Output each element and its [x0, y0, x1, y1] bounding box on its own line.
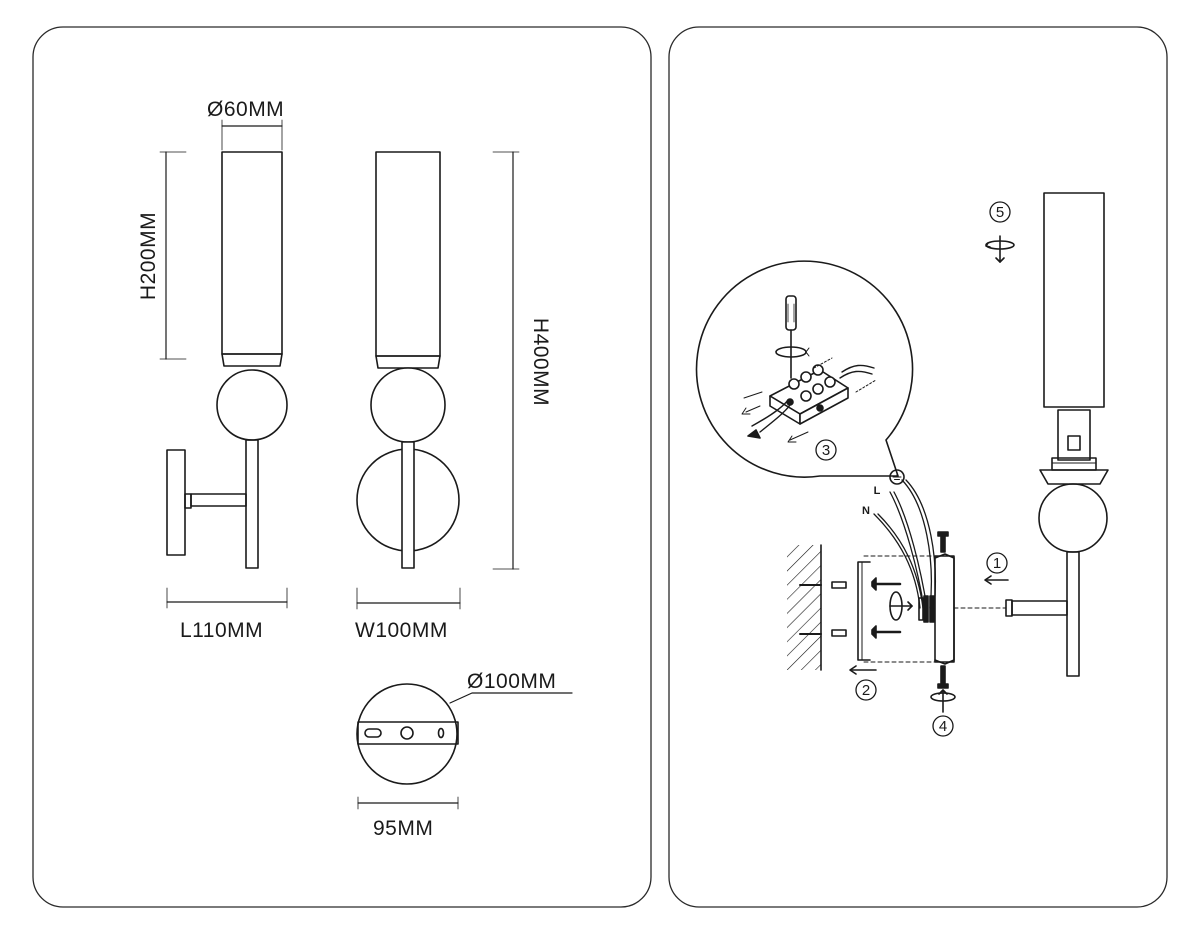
ground-symbol-icon [889, 469, 905, 485]
base-diameter-label: Ø100MM [467, 670, 556, 693]
side-arm-flange [184, 493, 192, 509]
lamp-rod [1066, 551, 1080, 677]
front-view-lamp [356, 151, 460, 569]
step1-marker [986, 552, 1008, 574]
lamp-collar [1039, 469, 1109, 485]
lamp-holder [1057, 409, 1091, 461]
plate-width-label: 95MM [373, 817, 433, 840]
side-arm [190, 493, 247, 507]
step1-label: 1 [993, 555, 1001, 572]
step5-marker [989, 201, 1011, 223]
wall-plugs [831, 581, 847, 637]
step3-label: 3 [822, 442, 830, 459]
length-label: L110MM [180, 619, 263, 642]
dimension-labels: Ø60MM H200MM H400MM L110MM W100MM Ø100MM… [137, 98, 556, 840]
lamp-shade [1043, 192, 1105, 408]
mounting-plate-detail [356, 683, 459, 785]
wall-plate-side [863, 553, 1007, 665]
wiring-detail-bubble [695, 260, 914, 478]
lamp-arm [1011, 600, 1068, 616]
plate-screw-top-icon [937, 531, 949, 553]
mounting-slot-left [364, 728, 382, 738]
side-shade-collar [221, 353, 283, 367]
rotate-arrow-icon [889, 591, 913, 621]
step-markers [815, 201, 1011, 737]
plate-screw-bottom-icon [930, 665, 956, 713]
step-labels: 1 2 3 4 5 L N [822, 204, 1004, 735]
installation-panel-border [668, 26, 1168, 908]
front-rod [401, 441, 415, 569]
side-view-lamp [166, 151, 288, 569]
step2-marker [855, 679, 877, 701]
screw-top-icon [871, 577, 902, 591]
terminal-connector-icon [769, 364, 849, 425]
dimensions-panel: Ø60MM H200MM H400MM L110MM W100MM Ø100MM… [32, 26, 652, 908]
assembled-lamp [1005, 192, 1109, 677]
lamp-bulb-tip [1067, 435, 1081, 451]
side-rod [245, 439, 259, 569]
lamp-glass-ball [1038, 483, 1108, 553]
screwdriver-icon [785, 295, 797, 379]
wire-live-label: L [874, 485, 881, 497]
supply-wires [873, 479, 936, 609]
width-label: W100MM [355, 619, 448, 642]
front-shade-collar [375, 355, 441, 369]
total-height-label: H400MM [529, 318, 552, 406]
step5-label: 5 [996, 204, 1004, 221]
front-shade [375, 151, 441, 357]
mounting-bracket [857, 561, 871, 661]
mounting-slot-right [437, 727, 445, 739]
dimensions-panel-border [32, 26, 652, 908]
mounting-center-hole [400, 726, 414, 740]
step2-label: 2 [862, 682, 870, 699]
side-glass-ball [216, 369, 288, 441]
wall-plug-top [831, 581, 847, 589]
dimension-lines [159, 119, 573, 810]
side-wall-plate [166, 449, 186, 556]
shade-height-label: H200MM [137, 212, 160, 300]
step5-rotate-icon [985, 235, 1015, 263]
lamp-arm-flange [1005, 599, 1013, 617]
bracket-screws [871, 577, 913, 639]
step2-arrow-icon [849, 665, 877, 675]
mounting-bar [357, 721, 459, 745]
wall-plug-bottom [831, 629, 847, 637]
tube-diameter-label: Ø60MM [207, 98, 284, 121]
mounting-plate-circle [356, 683, 458, 785]
installation-panel: 1 2 3 4 5 L N [668, 26, 1168, 908]
wire-neutral-label: N [862, 505, 870, 517]
step3-marker [815, 439, 837, 461]
front-glass-ball [370, 367, 446, 443]
step4-label: 4 [939, 718, 947, 735]
wall-section [787, 544, 822, 671]
side-shade [221, 151, 283, 355]
step4-marker [932, 715, 954, 737]
screw-bottom-icon [871, 625, 902, 639]
step1-arrow-icon [984, 575, 1009, 585]
